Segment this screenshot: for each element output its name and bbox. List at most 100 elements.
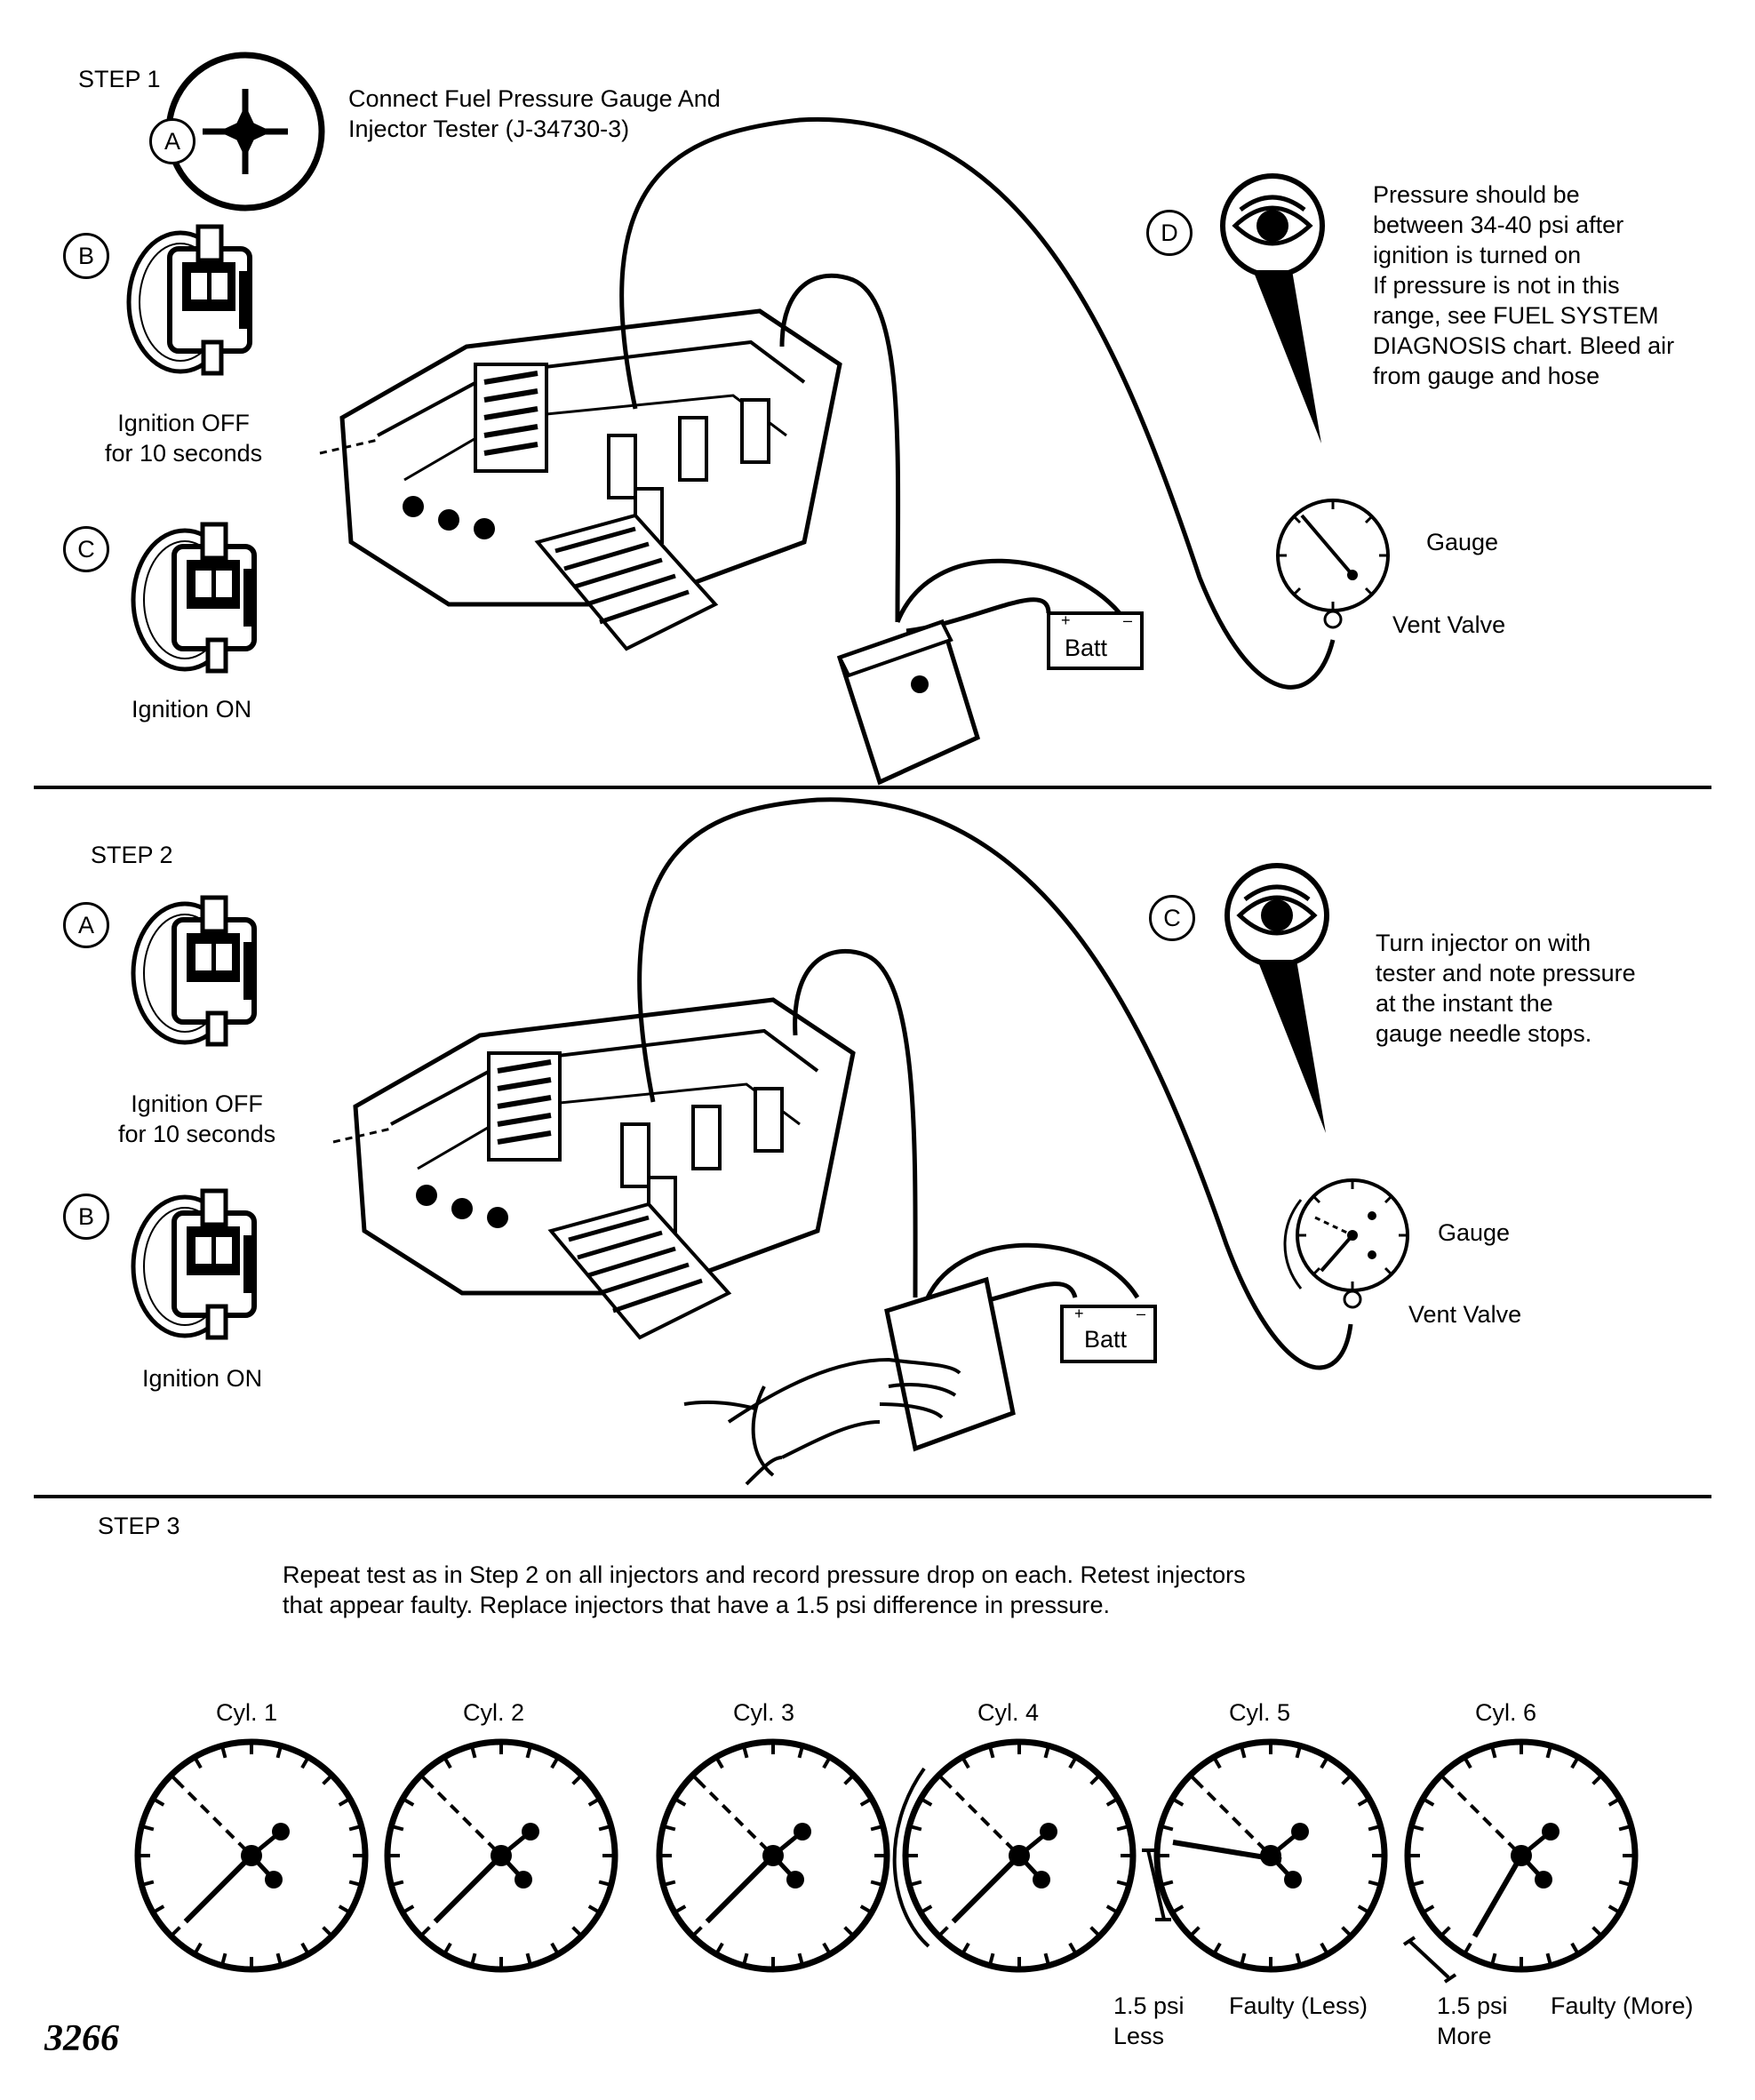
gauge-tick [1490, 1746, 1497, 1759]
gauge-tick [1368, 1825, 1380, 1832]
gauge-tick [742, 1952, 749, 1965]
gauge-tick [715, 1757, 724, 1769]
gauge-tick [961, 1757, 970, 1769]
gauge-reference-line [942, 1778, 1021, 1857]
gauge-tick [587, 1798, 600, 1807]
gauge-tick [938, 1926, 949, 1936]
step1-tester-box [836, 619, 981, 786]
gauge-tick [692, 1926, 703, 1936]
gauge-tick [470, 1746, 477, 1759]
gauge-tick [961, 1942, 970, 1954]
gauge-tick [587, 1904, 600, 1913]
step2-engine [333, 1000, 853, 1337]
gauge-tick [1240, 1952, 1247, 1965]
gauge-tick [525, 1952, 532, 1965]
gauge-tick [1570, 1757, 1579, 1769]
gauge-tick [300, 1942, 309, 1954]
gauge-tick [1357, 1904, 1369, 1913]
gauge-tick [1213, 1757, 1222, 1769]
gauge-peg [515, 1871, 532, 1888]
gauge-tick [1341, 1926, 1352, 1936]
gauge-tick [1607, 1798, 1620, 1807]
gauge-tick [822, 1942, 831, 1954]
gauge-tick [470, 1952, 477, 1965]
step2-c-text: Turn injector on with tester and note pr… [1376, 930, 1636, 1047]
gauge-tick [1190, 1926, 1201, 1936]
step1-batt-label: Batt [1065, 635, 1108, 661]
gauge-tick [443, 1757, 452, 1769]
step2-title: STEP 2 [91, 842, 173, 868]
gauge-tick [1423, 1904, 1435, 1913]
gauge-peg [1040, 1823, 1057, 1840]
gauge-tick [859, 1904, 872, 1913]
step3-instructions: Repeat test as in Step 2 on all injector… [283, 1561, 1246, 1618]
gauge-tick [1068, 1942, 1077, 1954]
cyl-2-label: Cyl. 2 [463, 1699, 525, 1726]
gauge-tick [1423, 1798, 1435, 1807]
cyl-6-gauge [1404, 1738, 1639, 1973]
gauge-tick [988, 1952, 995, 1965]
gauge-tick [1043, 1746, 1050, 1759]
gauge-tick [338, 1904, 350, 1913]
gauge-peg [272, 1823, 290, 1840]
gauge-tick [1043, 1952, 1050, 1965]
step1-gauge-icon [1276, 499, 1390, 629]
step2-gauge-icon [1283, 1178, 1409, 1309]
gauge-needle [705, 1853, 776, 1924]
gauge-tick [822, 1757, 831, 1769]
gauge-tick [322, 1926, 332, 1936]
gauge-needle [1472, 1854, 1524, 1938]
gauge-tick [194, 1757, 203, 1769]
cyl-6-label: Cyl. 6 [1475, 1699, 1537, 1726]
gauge-tick [142, 1825, 155, 1832]
gauge-peg [1284, 1871, 1302, 1888]
gauge-tick [1320, 1757, 1328, 1769]
gauge-tick [1341, 1775, 1352, 1785]
note-faulty-more: Faulty (More) [1551, 1992, 1694, 2019]
step1-gauge-label: Gauge [1426, 529, 1499, 555]
gauge-tick [275, 1952, 283, 1965]
step2-vent-label: Vent Valve [1408, 1301, 1522, 1328]
step1-eye-icon [1223, 176, 1322, 443]
gauge-reference-line [174, 1778, 253, 1857]
gauge-tick [348, 1880, 361, 1887]
gauge-tick [1412, 1825, 1424, 1832]
step1-hoses [619, 116, 1336, 690]
gauge-peg [1291, 1823, 1309, 1840]
gauge-tick [220, 1746, 227, 1759]
step2-hand [683, 1357, 961, 1486]
gauge-tick [870, 1880, 882, 1887]
gauge-tick [1105, 1904, 1118, 1913]
gauge-tick [664, 1880, 676, 1887]
gauge-tick [1440, 1926, 1451, 1936]
cyl-5-difference-marker [1142, 1848, 1171, 1921]
step1-a-letter: A [149, 118, 195, 164]
gauge-tick [988, 1746, 995, 1759]
gauge-tick [1172, 1798, 1185, 1807]
step1-c-text: Ignition ON [132, 696, 252, 723]
gauge-tick [1357, 1798, 1369, 1807]
cyl-5-gauge [1153, 1738, 1388, 1973]
step2-b-letter: B [63, 1194, 109, 1240]
cyl-4-label: Cyl. 4 [977, 1699, 1040, 1726]
gauge-hub [491, 1845, 512, 1866]
gauge-tick [403, 1798, 415, 1807]
gauge-tick [1607, 1904, 1620, 1913]
gauge-tick [392, 1880, 404, 1887]
step2-gauge-label: Gauge [1438, 1219, 1511, 1246]
gauge-tick [1172, 1904, 1185, 1913]
cyl-1-gauge [134, 1738, 369, 1973]
gauge-reference-line [696, 1778, 775, 1857]
gauge-tick [392, 1825, 404, 1832]
gauge-tick [1089, 1926, 1100, 1936]
gauge-hub [1260, 1845, 1281, 1866]
step2-eye-icon [1227, 866, 1327, 1133]
gauge-tick [1116, 1825, 1129, 1832]
gauge-peg [786, 1871, 804, 1888]
gauge-tick [171, 1926, 181, 1936]
gauge-tick [550, 1757, 559, 1769]
step2-a-letter: A [63, 902, 109, 948]
gauge-tick [338, 1798, 350, 1807]
step1-a-text: Connect Fuel Pressure Gauge And Injector… [348, 85, 721, 142]
